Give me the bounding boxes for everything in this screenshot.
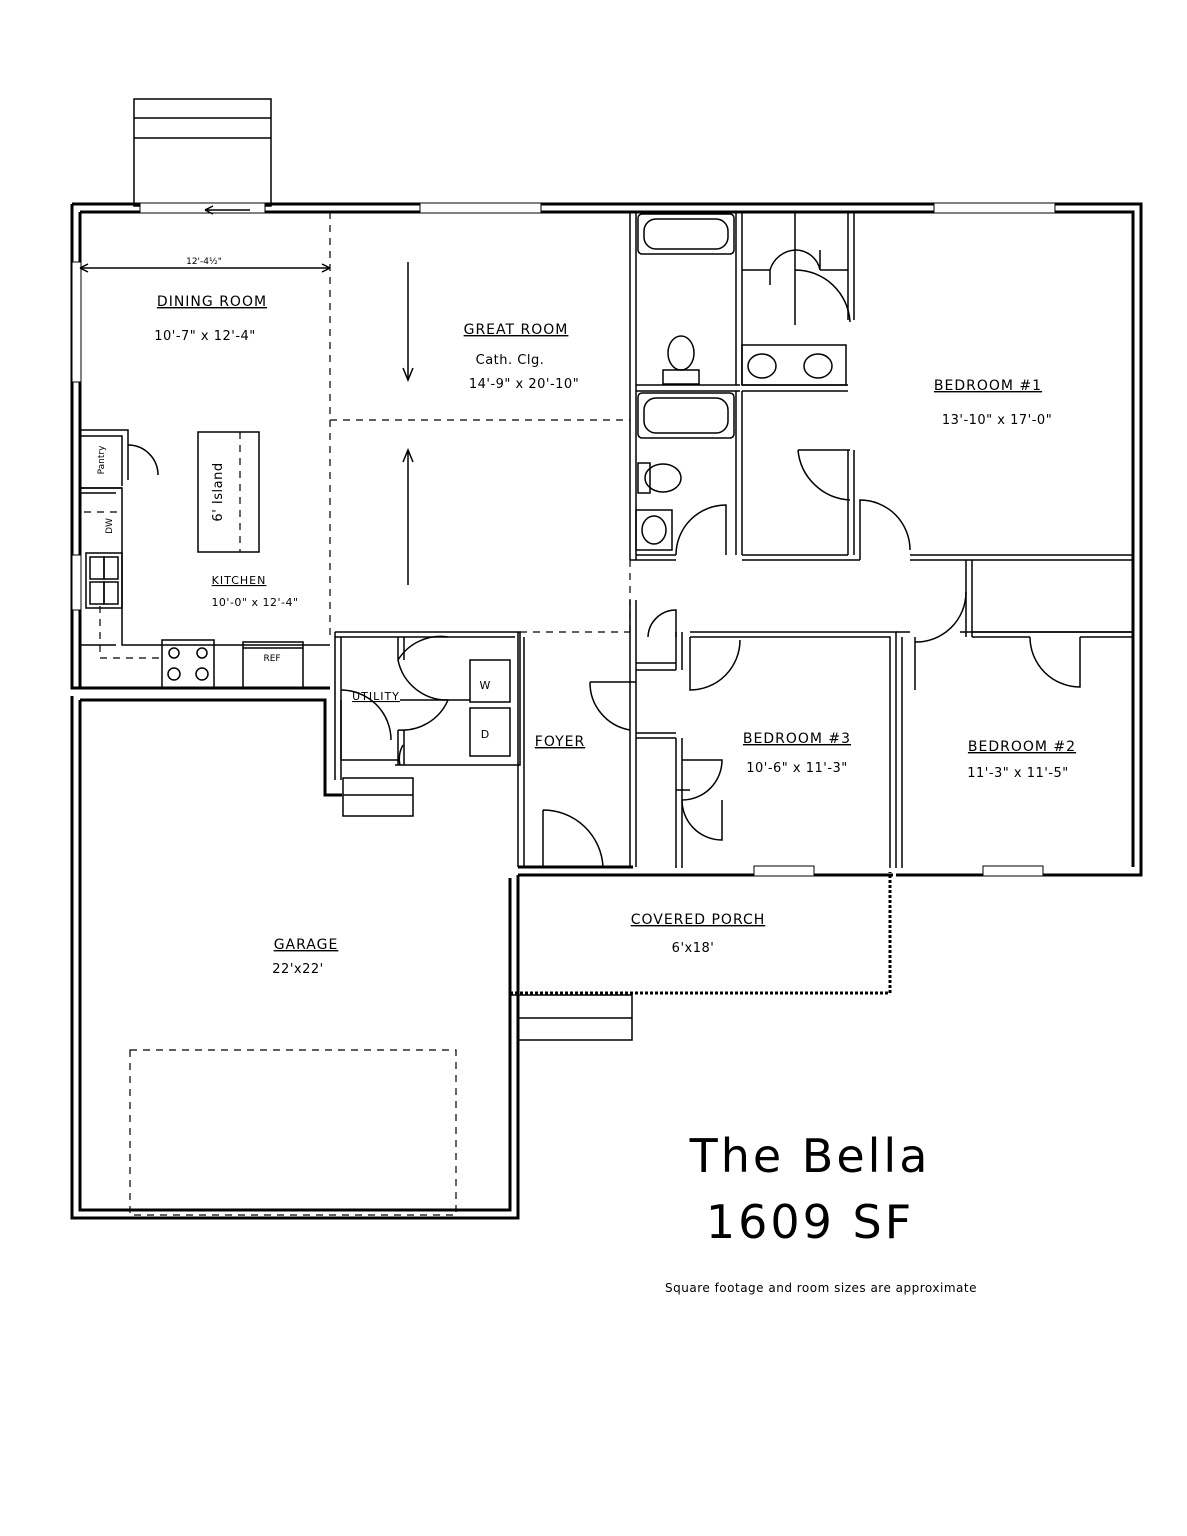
bedroom3-size: 10'-6" x 11'-3" [746, 761, 848, 776]
island-label: 6' Island [211, 462, 226, 521]
garage-size: 22'x22' [272, 962, 323, 977]
garage-name: GARAGE [274, 937, 339, 953]
dashed-lines [79, 205, 631, 1216]
exterior-walls [70, 202, 1143, 1220]
plan-name: The Bella [689, 1129, 931, 1183]
refrigerator-label: REF [263, 654, 280, 664]
dining-room-name: DINING ROOM [157, 294, 267, 310]
great-room-size: 14'-9" x 20'-10" [469, 377, 579, 392]
windows [71, 202, 1056, 877]
ridge-arrows [402, 262, 414, 585]
kitchen-size: 10'-0" x 12'-4" [211, 596, 298, 609]
door-swings [127, 249, 1081, 868]
porch-name: COVERED PORCH [631, 912, 766, 928]
plan-area: 1609 SF [706, 1195, 914, 1249]
disclaimer: Square footage and room sizes are approx… [665, 1281, 977, 1295]
utility-name: UTILITY [352, 690, 400, 703]
porch-size: 6'x18' [672, 941, 715, 956]
kitchen-fixtures [84, 431, 304, 689]
covered-porch [510, 872, 892, 1041]
dimension-label: 12'-4½" [186, 257, 222, 267]
bath-fixtures [635, 213, 847, 551]
washer-label: W [480, 679, 491, 692]
dryer-label: D [481, 728, 489, 741]
bedroom1-size: 13'-10" x 17'-0" [942, 413, 1052, 428]
great-room-name: GREAT ROOM [464, 322, 569, 338]
pantry-label: Pantry [97, 445, 107, 474]
kitchen-name: KITCHEN [212, 574, 267, 587]
dining-room-size: 10'-7" x 12'-4" [154, 329, 256, 344]
bedroom2-size: 11'-3" x 11'-5" [967, 766, 1069, 781]
title-block: The Bella 1609 SF Square footage and roo… [665, 1129, 977, 1295]
laundry-fixtures [469, 659, 511, 757]
dishwasher-label: DW [105, 518, 115, 534]
foyer-name: FOYER [535, 734, 585, 750]
bedroom1-name: BEDROOM #1 [934, 378, 1042, 394]
bedroom2-name: BEDROOM #2 [968, 739, 1076, 755]
fixture-labels: Pantry 6' Island DW REF W D 12'-4½" [97, 257, 491, 741]
room-labels: DINING ROOM 10'-7" x 12'-4" GREAT ROOM C… [154, 294, 1076, 977]
rear-step [133, 98, 272, 207]
bedroom3-name: BEDROOM #3 [743, 731, 851, 747]
great-room-note: Cath. Clg. [476, 353, 545, 368]
